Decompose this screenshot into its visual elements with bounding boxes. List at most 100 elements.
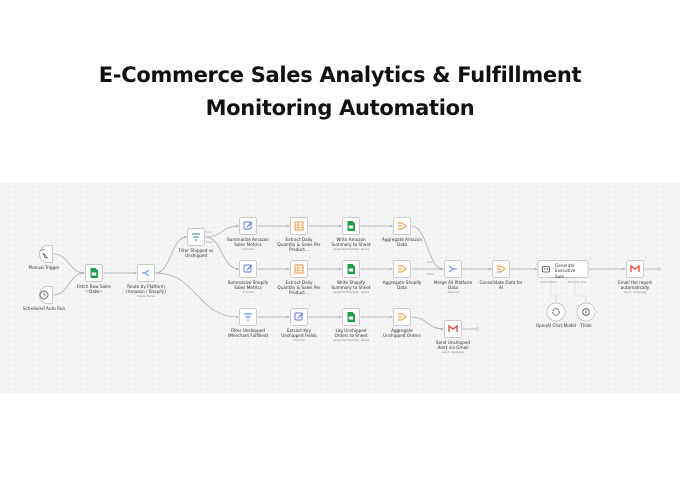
node-label: Summarize Shopify Sales Metrics xyxy=(227,279,269,290)
cursor-shape xyxy=(40,249,49,259)
extract-unshipped-node[interactable] xyxy=(290,308,308,326)
edit-box xyxy=(243,264,252,273)
sum-shopify-node[interactable] xyxy=(239,260,257,278)
connection-arrow xyxy=(390,315,393,319)
fetch-sales-node[interactable] xyxy=(85,264,103,282)
node-label: Summarize Amazon Sales Metrics xyxy=(227,236,269,247)
send-alert-node[interactable] xyxy=(444,320,462,338)
aggregate-icon xyxy=(497,265,506,273)
aggregate-icon xyxy=(398,313,407,321)
aggregate-icon xyxy=(398,222,407,230)
table-box xyxy=(294,264,304,274)
connection-line xyxy=(205,225,239,238)
filter-icon xyxy=(192,233,200,241)
gmail-icon xyxy=(630,264,640,272)
log-unshipped-node[interactable] xyxy=(342,308,360,326)
openai-knot xyxy=(552,308,560,316)
node-label: Filter Unshipped (Merchant Fulfilled) xyxy=(227,327,269,338)
page-title-line-2: Monitoring Automation xyxy=(205,96,475,120)
node-subtitle: appendOrUpdate: sheet xyxy=(332,247,370,252)
connection-arrow xyxy=(287,224,290,228)
connection-arrow xyxy=(623,267,626,271)
table-icon xyxy=(294,221,304,231)
filter-unshipped-node[interactable] xyxy=(239,308,257,326)
node-label: Aggregate Amazon Data xyxy=(381,236,423,247)
node-subtitle: appendOrUpdate: sheet xyxy=(332,338,370,343)
node-body xyxy=(137,264,155,282)
clock-icon xyxy=(39,290,49,300)
node-body xyxy=(546,302,566,322)
node-body xyxy=(290,260,308,278)
node-label: Think xyxy=(580,322,592,328)
edge-label-false: false xyxy=(206,240,213,244)
open-output-dot xyxy=(657,267,662,271)
node-label: Aggregate Unshipped Orders xyxy=(383,327,421,338)
table-grid xyxy=(295,265,303,273)
gmail-m xyxy=(448,324,458,332)
think-icon xyxy=(582,308,590,316)
cursor-click-icon xyxy=(40,249,49,259)
edge-label-tool: Tool xyxy=(580,280,587,284)
edge-label-false: false xyxy=(427,272,434,276)
extract-amazon-node[interactable] xyxy=(290,217,308,235)
robot-eye xyxy=(544,268,546,270)
table-grid xyxy=(295,222,303,230)
connection-arrow xyxy=(134,271,137,275)
connection-line xyxy=(53,253,85,274)
node-label: Merge All Platform Data xyxy=(433,279,473,290)
aggregate-lines xyxy=(398,313,407,321)
route-platform-node[interactable] xyxy=(137,264,155,282)
sheet-cells xyxy=(91,272,97,276)
node-label: Write Amazon Summary to Sheet xyxy=(331,236,371,247)
node-subtitle: append xyxy=(447,290,459,295)
table-box xyxy=(294,221,304,231)
node-label: Scheduled Auto Run xyxy=(22,305,66,311)
agg-amazon-node[interactable] xyxy=(393,217,411,235)
connection-arrow xyxy=(287,267,290,271)
merge-node[interactable] xyxy=(444,260,462,278)
write-shopify-node[interactable] xyxy=(342,260,360,278)
scheduled-run-node[interactable] xyxy=(39,286,53,304)
edit-box xyxy=(294,312,303,321)
google-sheets-icon xyxy=(347,221,355,231)
connection-arrow xyxy=(441,327,444,331)
think-node[interactable] xyxy=(576,302,596,322)
email-report-node[interactable] xyxy=(626,260,644,278)
node-label: Filter Shipped vs Unshipped xyxy=(178,247,214,258)
node-label: Extract Key Unshipped Fields xyxy=(281,327,317,338)
node-label: Write Shopify Summary to Sheet xyxy=(331,279,371,290)
sum-amazon-node[interactable] xyxy=(239,217,257,235)
edit-icon xyxy=(294,312,304,321)
node-body xyxy=(39,245,53,263)
extract-shopify-node[interactable] xyxy=(290,260,308,278)
write-amazon-node[interactable] xyxy=(342,217,360,235)
node-subtitle: appendOrUpdate: sheet xyxy=(332,290,370,295)
node-subtitle: manual xyxy=(293,338,305,343)
edit-icon xyxy=(243,264,253,273)
merge-icon xyxy=(448,265,457,273)
connection-arrow xyxy=(184,235,187,239)
page-title-line-1: E-Commerce Sales Analytics & Fulfillment xyxy=(98,63,582,87)
filter-icon xyxy=(244,313,252,321)
agg-shopify-node[interactable] xyxy=(393,260,411,278)
gmail-m xyxy=(630,264,640,272)
node-subtitle: read: sheet xyxy=(85,288,103,293)
consolidate-node[interactable] xyxy=(492,260,510,278)
gen-summary-node[interactable] xyxy=(537,260,589,278)
aggregate-icon xyxy=(398,265,407,273)
sheet-cells xyxy=(348,316,354,320)
agg-unshipped-node[interactable] xyxy=(393,308,411,326)
robot-head xyxy=(542,266,550,273)
connection-arrow xyxy=(339,224,342,228)
table-icon xyxy=(294,264,304,274)
openai-node[interactable] xyxy=(546,302,566,322)
node-label: Fetch Raw Sales Data xyxy=(77,283,111,294)
node-body xyxy=(537,260,589,278)
filter-shipped-node[interactable] xyxy=(187,228,205,246)
manual-trigger-node[interactable] xyxy=(39,245,53,263)
connection-line xyxy=(155,236,187,274)
node-subtitle: send: message xyxy=(623,290,647,295)
edge-label-memory: Memory xyxy=(568,280,580,284)
